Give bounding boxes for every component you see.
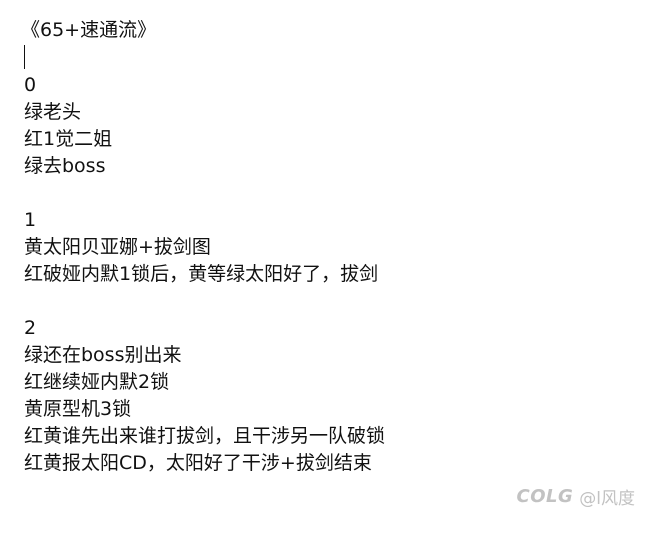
sections: 0 绿老头 红1觉二姐 绿去boss 1 黄太阳贝亚娜+拔剑图 红破娅内默1锁后… — [24, 72, 385, 477]
blank-line — [24, 180, 385, 207]
watermark-logo: COLG — [516, 486, 574, 507]
section-1: 1 黄太阳贝亚娜+拔剑图 红破娅内默1锁后，黄等绿太阳好了，拔剑 — [24, 207, 385, 288]
section-line: 红继续娅内默2锁 — [24, 371, 170, 393]
section-line: 绿老头 — [24, 101, 82, 123]
section-line: 红黄报太阳CD，太阳好了干涉+拔剑结束 — [24, 452, 372, 474]
blank-line — [24, 288, 385, 315]
section-heading: 2 — [24, 317, 37, 339]
text-cursor — [24, 45, 25, 69]
section-line: 黄原型机3锁 — [24, 398, 132, 420]
section-line: 黄太阳贝亚娜+拔剑图 — [24, 236, 211, 258]
document-title: 《65+速通流》 — [21, 19, 157, 41]
watermark-user: @l风度 — [579, 489, 635, 509]
section-heading: 0 — [24, 74, 37, 96]
watermark: COLG @l风度 — [517, 484, 636, 509]
section-line: 红破娅内默1锁后，黄等绿太阳好了，拔剑 — [24, 263, 379, 285]
section-line: 红1觉二姐 — [24, 128, 113, 150]
section-line: 绿还在boss别出来 — [24, 344, 182, 366]
section-2: 2 绿还在boss别出来 红继续娅内默2锁 黄原型机3锁 红黄谁先出来谁打拔剑，… — [24, 315, 385, 477]
section-heading: 1 — [24, 209, 37, 231]
section-0: 0 绿老头 红1觉二姐 绿去boss — [24, 72, 385, 180]
section-line: 绿去boss — [24, 155, 106, 177]
section-line: 红黄谁先出来谁打拔剑，且干涉另一队破锁 — [24, 425, 386, 447]
